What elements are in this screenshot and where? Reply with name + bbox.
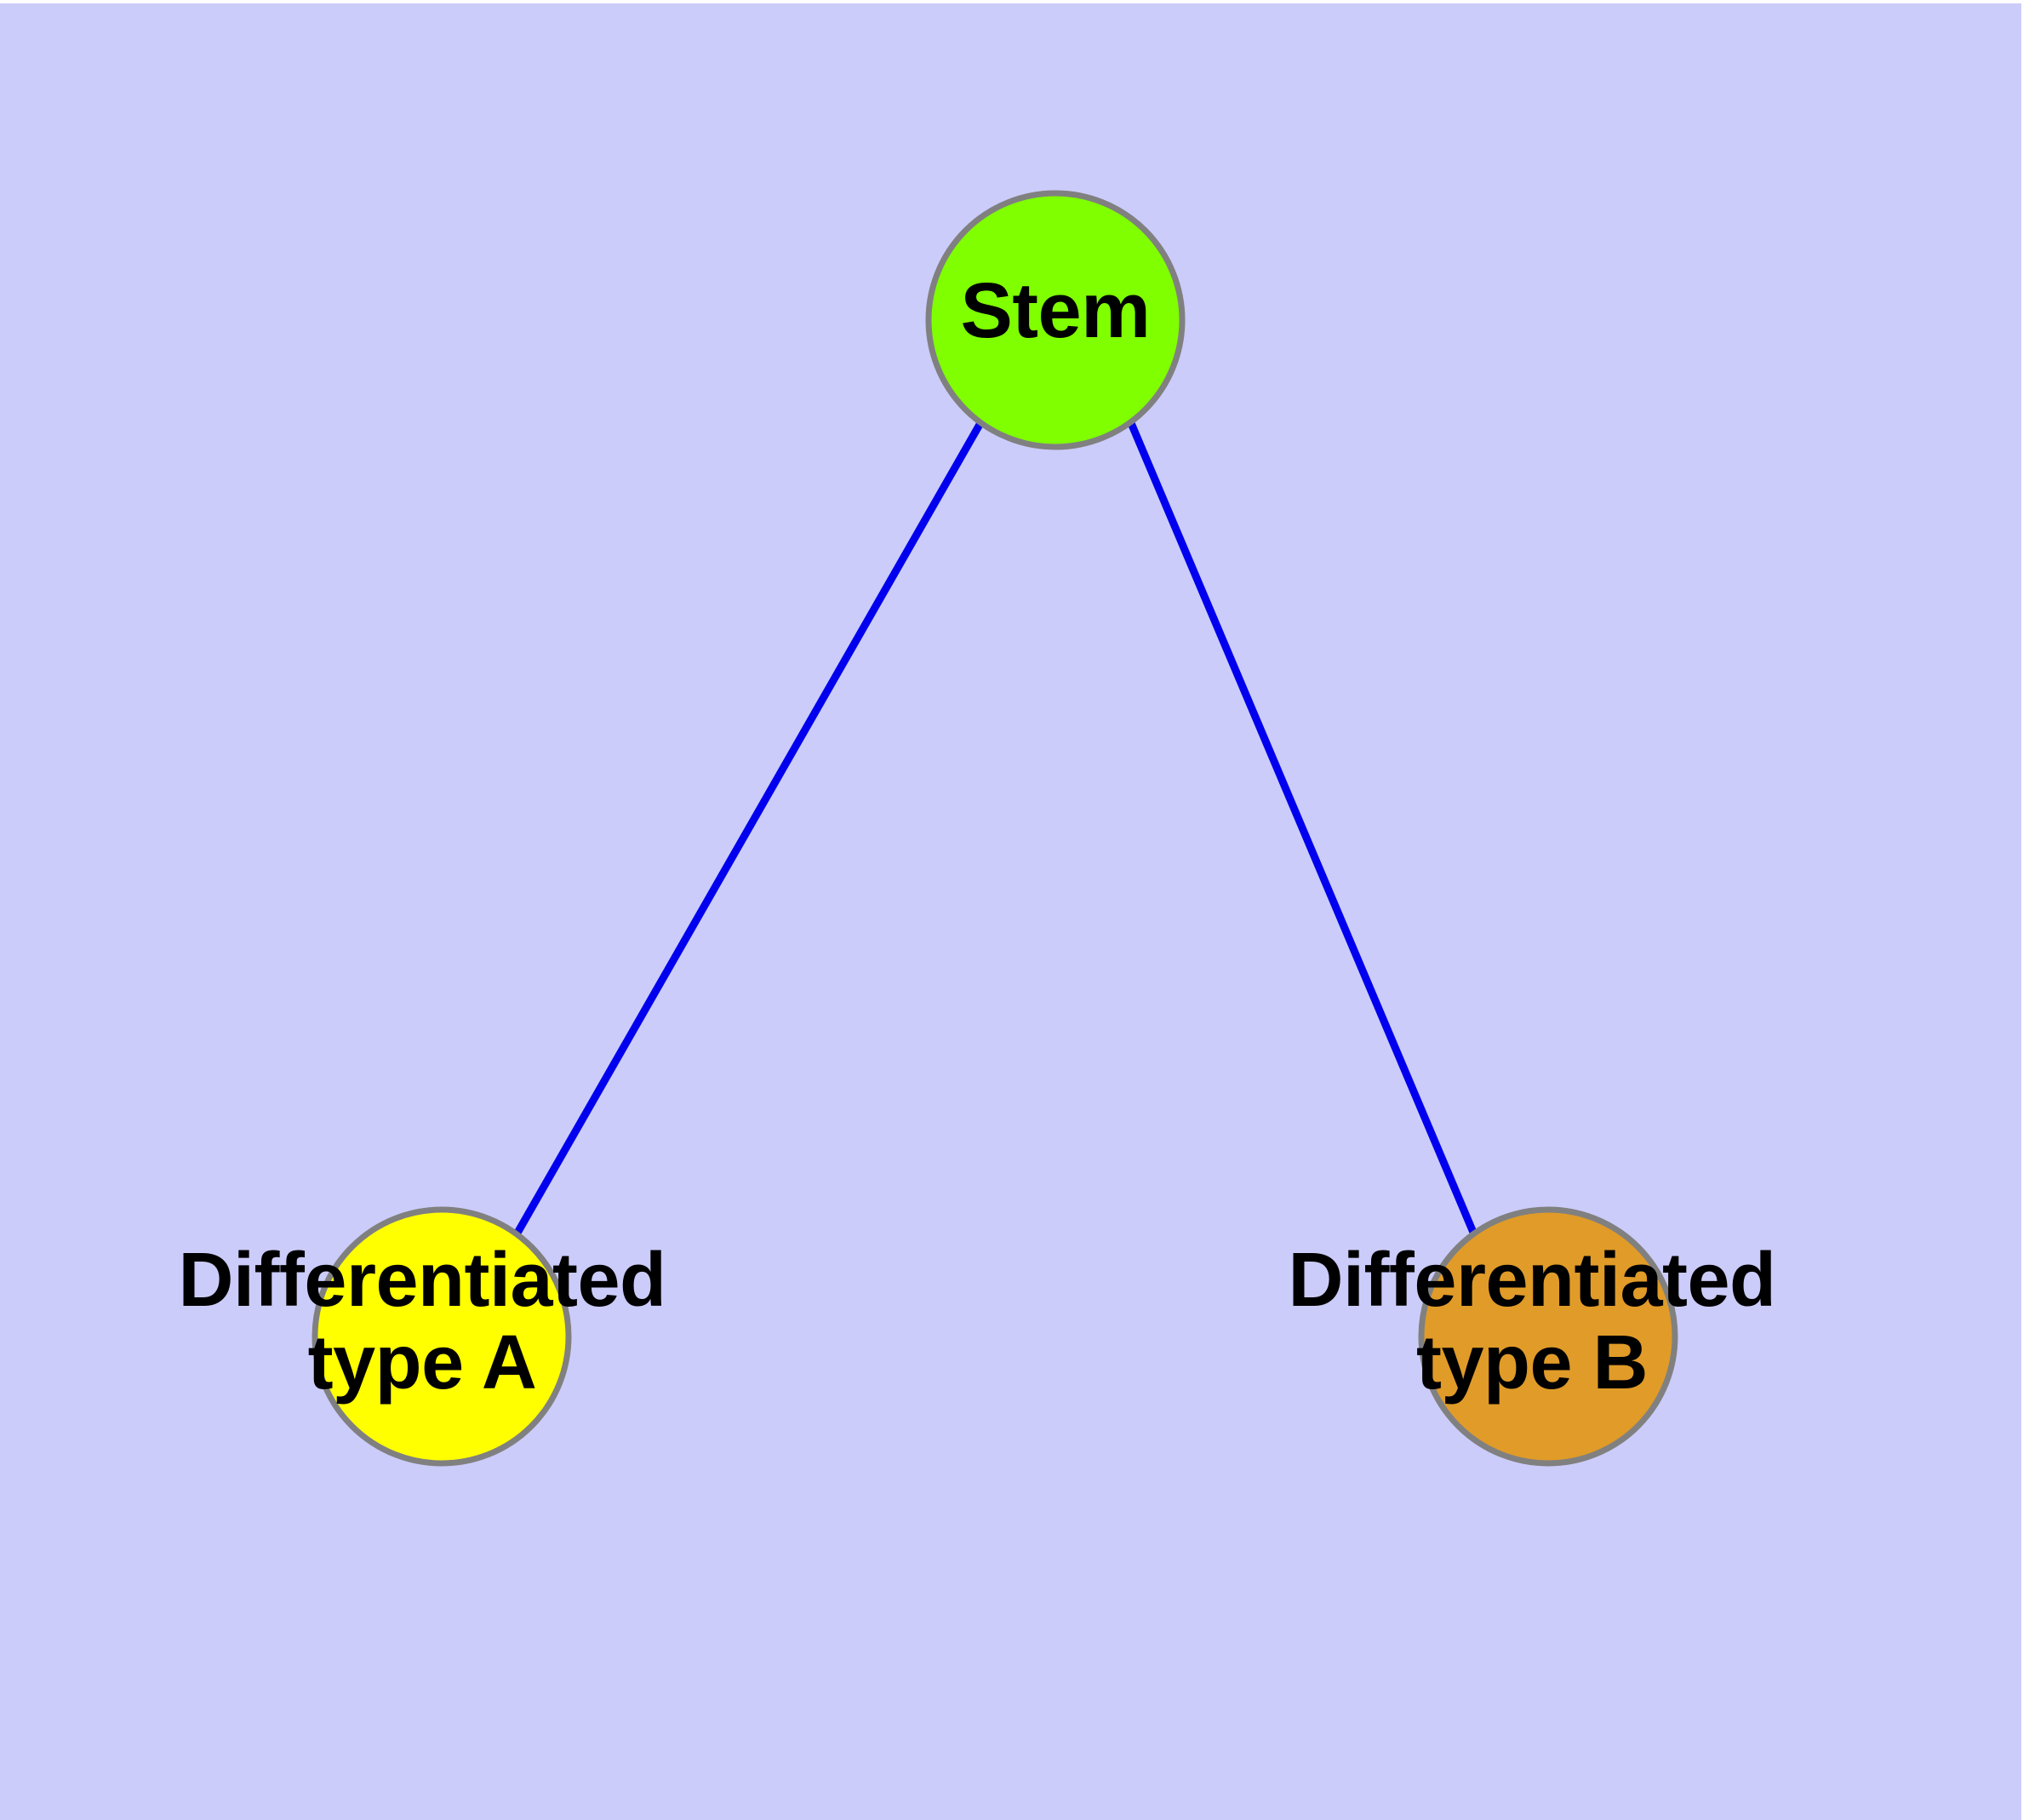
- node-layer: [311, 190, 1678, 1467]
- edge-layer: [513, 421, 1478, 1237]
- edge-stem-to-differentiated-type-a[interactable]: [513, 421, 984, 1237]
- node-stem[interactable]: [925, 190, 1186, 450]
- graph-svg: [311, 190, 1678, 1467]
- node-differentiated-type-b[interactable]: [1418, 1206, 1678, 1467]
- node-differentiated-type-a[interactable]: [311, 1206, 572, 1467]
- edge-stem-to-differentiated-type-b[interactable]: [1127, 421, 1478, 1236]
